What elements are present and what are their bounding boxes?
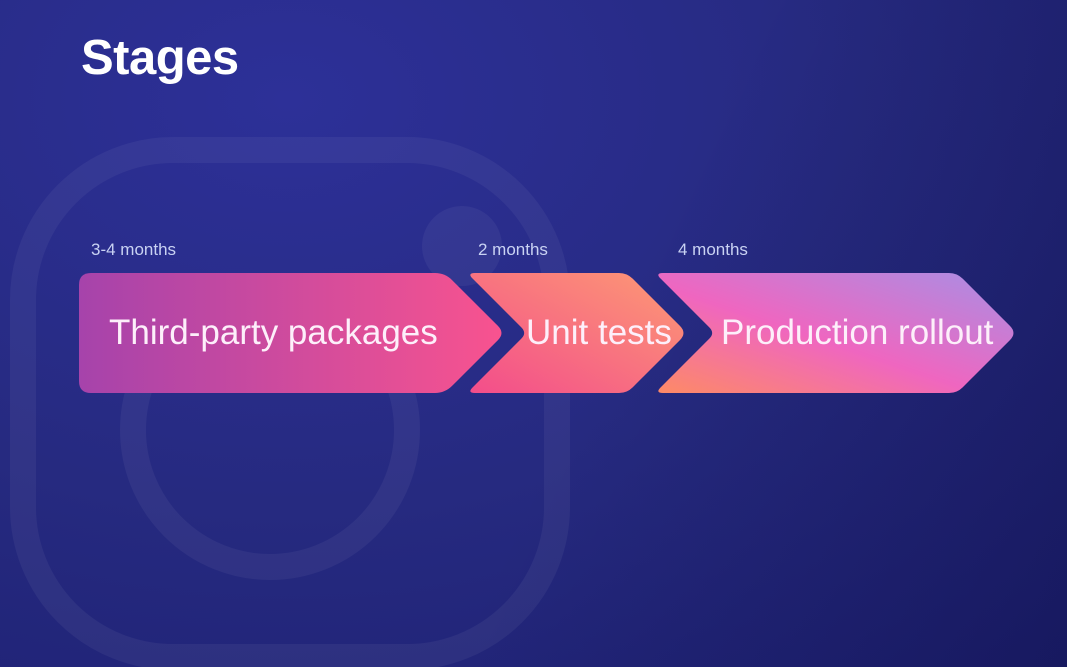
stage-duration-3: 4 months (678, 240, 748, 259)
stage-duration-2: 2 months (478, 240, 548, 259)
stage-arrow-unit-tests (470, 273, 684, 393)
page-title: Stages (81, 31, 239, 85)
stage-arrow-production-rollout (658, 273, 1014, 393)
stage-label-third-party-packages: Third-party packages (109, 313, 438, 352)
stage-label-production-rollout: Production rollout (721, 313, 994, 352)
stage-label-unit-tests: Unit tests (526, 313, 672, 352)
stage-duration-1: 3-4 months (91, 240, 177, 259)
stage-arrow-third-party-packages (79, 273, 502, 393)
instagram-logo-dot (422, 206, 502, 286)
instagram-logo-frame (10, 137, 570, 667)
